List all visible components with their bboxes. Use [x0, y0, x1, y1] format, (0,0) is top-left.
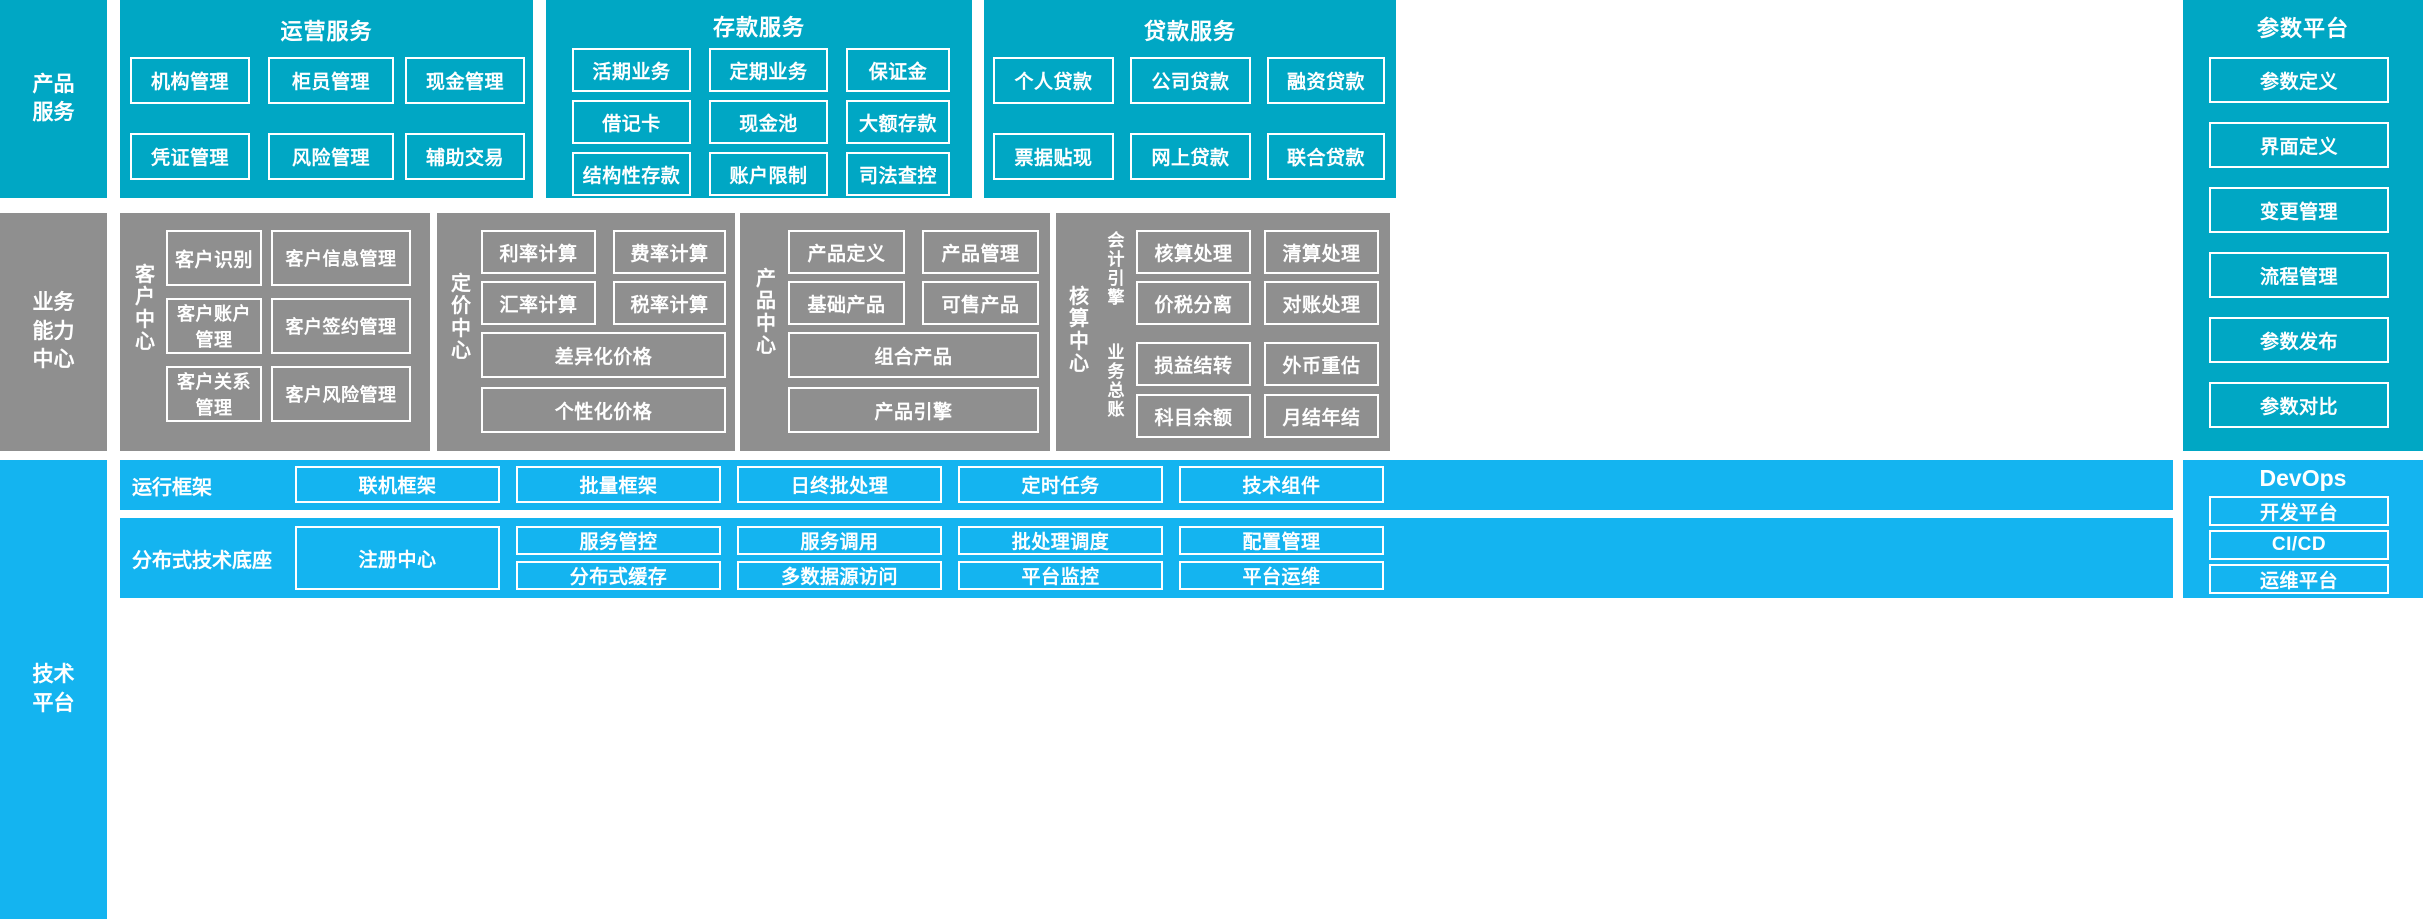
panel-title-parameter-platform: 参数平台 — [2256, 16, 2349, 41]
tech-cell[interactable]: 服务调用 — [737, 526, 942, 555]
capability-cell[interactable]: 客户识别 — [166, 230, 262, 286]
parameter-item[interactable]: 参数对比 — [2209, 382, 2389, 428]
panel-sublabel-business-ledger: 业务总账 — [1107, 343, 1125, 420]
service-cell[interactable]: 活期业务 — [572, 48, 691, 92]
panel-vlabel-accounting-center: 核算中心 — [1069, 286, 1089, 376]
panel-vlabel-customer-center: 客户中心 — [135, 264, 155, 354]
service-cell[interactable]: 现金管理 — [405, 57, 525, 104]
parameter-item[interactable]: 变更管理 — [2209, 187, 2389, 233]
service-cell[interactable]: 结构性存款 — [572, 152, 691, 196]
capability-cell[interactable]: 外币重估 — [1264, 342, 1379, 386]
capability-cell-wide[interactable]: 产品引擎 — [788, 387, 1039, 433]
capability-cell[interactable]: 对账处理 — [1264, 281, 1379, 325]
devops-item[interactable]: CI/CD — [2209, 530, 2389, 560]
service-cell[interactable]: 融资贷款 — [1267, 57, 1385, 104]
panel-title-devops: DevOps — [2259, 465, 2347, 491]
panel-operation-service: 运营服务 机构管理 柜员管理 现金管理 凭证管理 风险管理 辅助交易 — [120, 0, 533, 198]
panel-vlabel-pricing-center: 定价中心 — [451, 273, 471, 363]
capability-cell[interactable]: 基础产品 — [788, 281, 905, 325]
service-cell[interactable]: 柜员管理 — [268, 57, 394, 104]
tech-cell[interactable]: 批量框架 — [516, 466, 721, 503]
panel-title-loan-service: 贷款服务 — [1143, 19, 1236, 44]
row-label-business-capability: 业务 能力 中心 — [0, 213, 107, 451]
tech-cell-register-center[interactable]: 注册中心 — [295, 526, 500, 590]
capability-cell-wide[interactable]: 组合产品 — [788, 332, 1039, 378]
capability-cell[interactable]: 科目余额 — [1136, 394, 1251, 438]
service-cell[interactable]: 联合贷款 — [1267, 133, 1385, 180]
capability-cell[interactable]: 产品管理 — [922, 230, 1039, 274]
row-label-technology-platform: 技术 平台 — [0, 460, 107, 919]
service-cell[interactable]: 保证金 — [846, 48, 950, 92]
parameter-item[interactable]: 流程管理 — [2209, 252, 2389, 298]
panel-product-center: 产品中心 产品定义 产品管理 基础产品 可售产品 组合产品 产品引擎 — [740, 213, 1050, 451]
tech-cell[interactable]: 定时任务 — [958, 466, 1163, 503]
capability-cell[interactable]: 价税分离 — [1136, 281, 1251, 325]
panel-devops: DevOps 开发平台 CI/CD 运维平台 — [2183, 460, 2423, 598]
capability-cell-wide[interactable]: 差异化价格 — [481, 332, 726, 378]
tech-cell[interactable]: 技术组件 — [1179, 466, 1384, 503]
panel-pricing-center: 定价中心 利率计算 费率计算 汇率计算 税率计算 差异化价格 个性化价格 — [437, 213, 735, 451]
panel-title-operation-service: 运营服务 — [280, 19, 373, 44]
parameter-item[interactable]: 参数发布 — [2209, 317, 2389, 363]
service-cell[interactable]: 大额存款 — [846, 100, 950, 144]
service-cell[interactable]: 现金池 — [709, 100, 828, 144]
tech-cell[interactable]: 联机框架 — [295, 466, 500, 503]
capability-cell[interactable]: 产品定义 — [788, 230, 905, 274]
service-cell[interactable]: 个人贷款 — [993, 57, 1114, 104]
panel-sublabel-accounting-engine: 会计引擎 — [1107, 231, 1125, 308]
capability-cell[interactable]: 月结年结 — [1264, 394, 1379, 438]
panel-parameter-platform: 参数平台 参数定义 界面定义 变更管理 流程管理 参数发布 参数对比 — [2183, 0, 2423, 451]
capability-cell[interactable]: 清算处理 — [1264, 230, 1379, 274]
service-cell[interactable]: 司法查控 — [846, 152, 950, 196]
tech-cell[interactable]: 服务管控 — [516, 526, 721, 555]
service-cell[interactable]: 凭证管理 — [130, 133, 250, 180]
tech-cell[interactable]: 分布式缓存 — [516, 561, 721, 590]
capability-cell[interactable]: 利率计算 — [481, 230, 596, 274]
panel-title-deposit-service: 存款服务 — [712, 15, 805, 40]
capability-cell[interactable]: 客户风险管理 — [271, 366, 411, 422]
devops-item[interactable]: 运维平台 — [2209, 564, 2389, 594]
capability-cell[interactable]: 税率计算 — [613, 281, 726, 325]
tech-cell[interactable]: 多数据源访问 — [737, 561, 942, 590]
capability-cell[interactable]: 客户账户管理 — [166, 298, 262, 354]
capability-cell[interactable]: 费率计算 — [613, 230, 726, 274]
capability-cell[interactable]: 可售产品 — [922, 281, 1039, 325]
capability-cell-wide[interactable]: 个性化价格 — [481, 387, 726, 433]
capability-cell[interactable]: 客户关系管理 — [166, 366, 262, 422]
tech-cell[interactable]: 日终批处理 — [737, 466, 942, 503]
label-runtime-framework: 运行框架 — [132, 476, 212, 499]
capability-cell[interactable]: 客户签约管理 — [271, 298, 411, 354]
panel-vlabel-product-center: 产品中心 — [756, 268, 776, 358]
tech-cell[interactable]: 配置管理 — [1179, 526, 1384, 555]
parameter-item[interactable]: 界面定义 — [2209, 122, 2389, 168]
tech-cell[interactable]: 平台运维 — [1179, 561, 1384, 590]
row-label-product-service: 产品 服务 — [0, 0, 107, 198]
label-distributed-base: 分布式技术底座 — [132, 549, 272, 572]
service-cell[interactable]: 借记卡 — [572, 100, 691, 144]
panel-loan-service: 贷款服务 个人贷款 公司贷款 融资贷款 票据贴现 网上贷款 联合贷款 — [984, 0, 1396, 198]
panel-runtime-framework: 运行框架 联机框架 批量框架 日终批处理 定时任务 技术组件 — [120, 460, 2173, 510]
service-cell[interactable]: 风险管理 — [268, 133, 394, 180]
service-cell[interactable]: 票据贴现 — [993, 133, 1114, 180]
capability-cell[interactable]: 客户信息管理 — [271, 230, 411, 286]
tech-cell[interactable]: 平台监控 — [958, 561, 1163, 590]
devops-item[interactable]: 开发平台 — [2209, 496, 2389, 526]
service-cell[interactable]: 账户限制 — [709, 152, 828, 196]
parameter-item[interactable]: 参数定义 — [2209, 57, 2389, 103]
panel-accounting-center: 核算中心 会计引擎 业务总账 核算处理 清算处理 价税分离 对账处理 损益结转 … — [1056, 213, 1390, 451]
panel-customer-center: 客户中心 客户识别 客户信息管理 客户账户管理 客户签约管理 客户关系管理 客户… — [120, 213, 430, 451]
panel-deposit-service: 存款服务 活期业务 定期业务 保证金 借记卡 现金池 大额存款 结构性存款 账户… — [546, 0, 972, 198]
service-cell[interactable]: 辅助交易 — [405, 133, 525, 180]
tech-cell[interactable]: 批处理调度 — [958, 526, 1163, 555]
service-cell[interactable]: 定期业务 — [709, 48, 828, 92]
capability-cell[interactable]: 损益结转 — [1136, 342, 1251, 386]
service-cell[interactable]: 公司贷款 — [1130, 57, 1251, 104]
capability-cell[interactable]: 核算处理 — [1136, 230, 1251, 274]
panel-distributed-base: 分布式技术底座 注册中心 服务管控 服务调用 批处理调度 配置管理 分布式缓存 … — [120, 518, 2173, 598]
service-cell[interactable]: 机构管理 — [130, 57, 250, 104]
service-cell[interactable]: 网上贷款 — [1130, 133, 1251, 180]
capability-cell[interactable]: 汇率计算 — [481, 281, 596, 325]
